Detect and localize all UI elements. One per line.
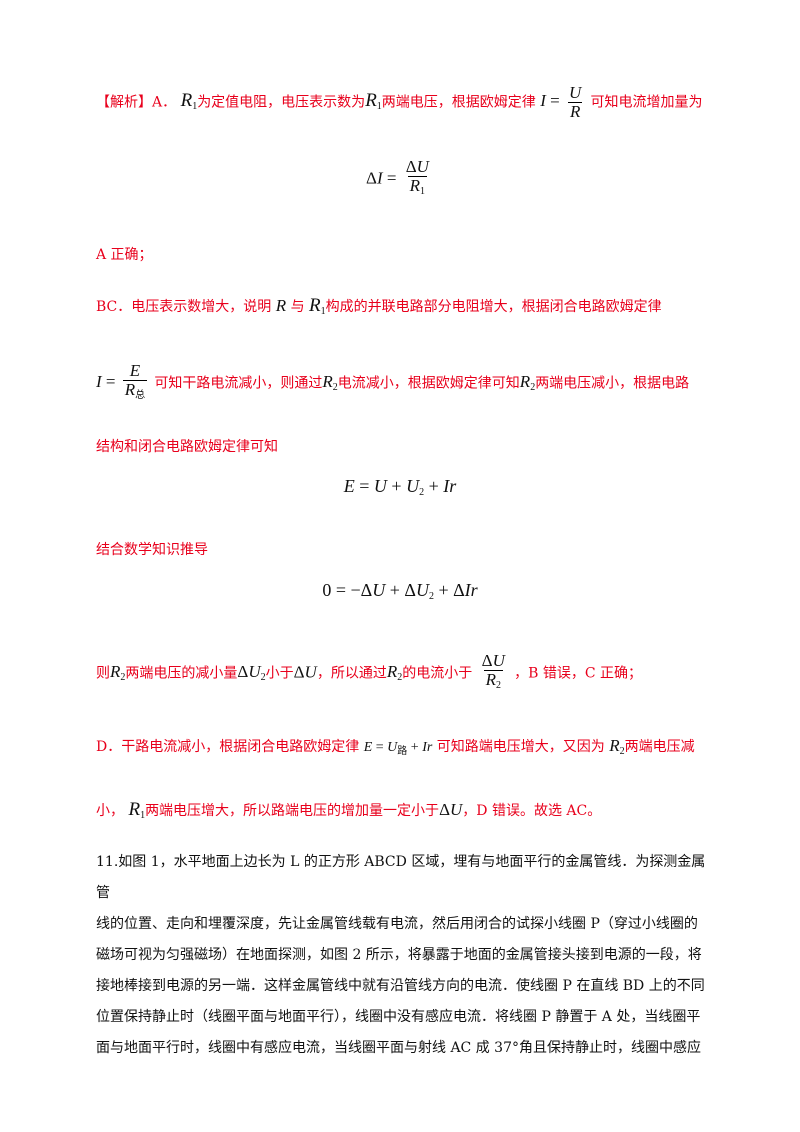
option-a-label: A． bbox=[152, 94, 177, 111]
formula-derivation: 0 = −ΔU + ΔU2 + ΔIr bbox=[322, 580, 478, 602]
symbol-delta-u: ΔU bbox=[439, 800, 463, 819]
symbol-r2: R2 bbox=[110, 662, 126, 684]
symbol-r1: R1 bbox=[128, 799, 146, 822]
symbol-delta-u2: ΔU2 bbox=[237, 662, 266, 684]
analysis-line-d: D．干路电流减小，根据闭合电路欧姆定律 E = U路 + Ir 可知路端电压增大… bbox=[96, 736, 695, 762]
option-d-label: D． bbox=[96, 739, 122, 755]
text-segment: 小于 bbox=[265, 665, 294, 682]
analysis-line-d-2: 小， R1两端电压增大，所以路端电压的增加量一定小于ΔU，D 错误。故选 AC。 bbox=[96, 800, 601, 826]
symbol-r2: R2 bbox=[386, 662, 403, 684]
text-segment: ，B 错误，C 正确； bbox=[514, 665, 643, 682]
text-segment: 电流减小，根据欧姆定律可知 bbox=[337, 375, 520, 392]
analysis-line-bc-3: 结构和闭合电路欧姆定律可知 bbox=[96, 439, 278, 455]
question-line: 11.如图 1，水平地面上边长为 L 的正方形 ABCD 区域，埋有与地面平行的… bbox=[96, 854, 706, 901]
symbol-r: R bbox=[275, 296, 287, 315]
question-line: 线的位置、走向和埋覆深度，先让金属管线载有电流，然后用闭合的试探小线圈 P（穿过… bbox=[96, 916, 698, 932]
subscript-zong: 总 bbox=[135, 390, 146, 401]
text-segment: 构成的并联电路部分电阻增大，根据闭合电路欧姆定律 bbox=[325, 299, 662, 315]
text-segment: 小， bbox=[96, 803, 124, 819]
text-segment: 电压表示数增大，说明 bbox=[131, 299, 272, 315]
text-segment: 则 bbox=[96, 665, 110, 682]
text-segment: 两端电压增大，所以路端电压的增加量一定小于 bbox=[145, 803, 440, 819]
symbol-r1: R1 bbox=[365, 90, 382, 113]
text-segment: 的电流小于 bbox=[402, 665, 473, 682]
option-bc-label: BC． bbox=[96, 299, 132, 315]
text-segment: ，所以通过 bbox=[316, 665, 387, 682]
symbol-delta-u: ΔU bbox=[293, 662, 317, 682]
formula-terminal-voltage: E = U路 + Ir bbox=[363, 740, 433, 757]
text-segment: 可知电流增加量为 bbox=[590, 94, 703, 111]
option-a-conclusion: A 正确； bbox=[96, 247, 153, 263]
text-segment: 可知路端电压增大，又因为 bbox=[436, 739, 605, 755]
question-line: 面与地面平行时，线圈中有感应电流，当线圈平面与射线 AC 成 37°角且保持静止… bbox=[96, 1040, 701, 1056]
text-segment: 为定值电阻，电压表示数为 bbox=[197, 94, 366, 111]
text-segment: 两端电压，根据欧姆定律 bbox=[381, 94, 536, 111]
symbol-r2: R2 bbox=[609, 736, 625, 757]
question-line: 接地棒接到电源的另一端．这样金属管线中就有沿管线方向的电流．使线圈 P 在直线 … bbox=[96, 978, 705, 994]
text-segment: 两端电压的减小量 bbox=[125, 665, 238, 682]
symbol-r1: R1 bbox=[180, 90, 198, 113]
analysis-line-bc: BC．电压表示数增大，说明 R 与 R1构成的并联电路部分电阻增大，根据闭合电路… bbox=[96, 296, 662, 322]
symbol-r1: R1 bbox=[309, 295, 326, 318]
text-segment: 两端电压减小，根据电路 bbox=[535, 375, 690, 392]
subscript-lu: 路 bbox=[397, 746, 408, 757]
analysis-line-a: 【解析】A． R1为定值电阻，电压表示数为R1两端电压，根据欧姆定律 I = U… bbox=[96, 84, 703, 121]
analysis-line-bc-4: 结合数学知识推导 bbox=[96, 542, 208, 558]
formula-circuit-structure: E = U + U2 + Ir bbox=[343, 476, 457, 498]
question-line: 磁场可视为匀强磁场）在地面探测，如图 2 所示，将暴露于地面的金属管接头接到电源… bbox=[96, 947, 702, 963]
symbol-r2: R2 bbox=[519, 372, 536, 394]
text-segment: 两端电压减 bbox=[624, 739, 695, 755]
text-segment: 可知干路电流减小，则通过 bbox=[154, 375, 323, 392]
question-line: 位置保持静止时（线圈平面与地面平行），线圈中没有感应电流．将线圈 P 静置于 A… bbox=[96, 1009, 701, 1025]
text-segment: 与 bbox=[290, 299, 305, 315]
symbol-r2: R2 bbox=[322, 372, 338, 394]
question-11: 11.如图 1，水平地面上边长为 L 的正方形 ABCD 区域，埋有与地面平行的… bbox=[96, 847, 706, 1064]
text-segment: 干路电流减小，根据闭合电路欧姆定律 bbox=[121, 739, 360, 755]
text-segment: ，D 错误。故选 AC。 bbox=[462, 803, 602, 819]
analysis-tag: 【解析】 bbox=[96, 94, 152, 111]
